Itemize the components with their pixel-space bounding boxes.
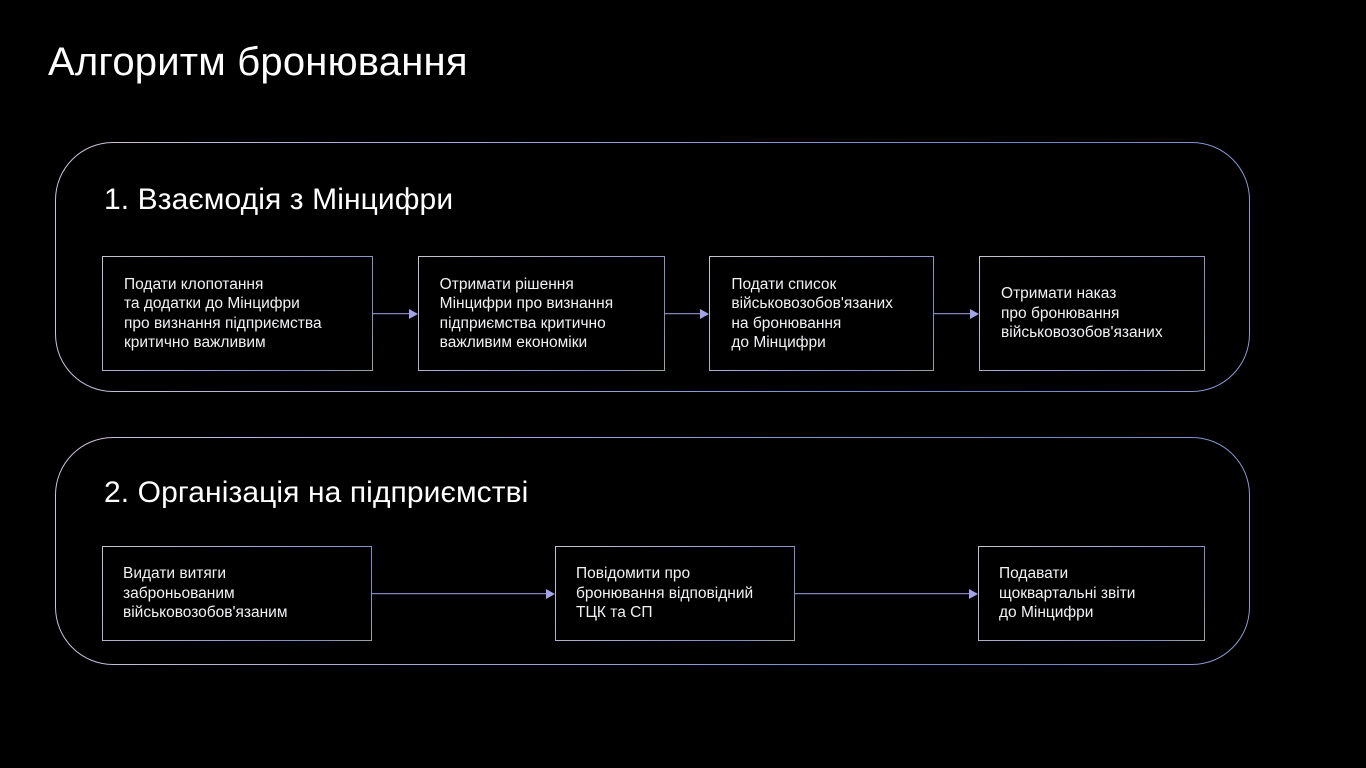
flow-row-1: Подати клопотання та додатки до Мінцифри… xyxy=(102,256,1205,371)
step-text: Подати клопотання та додатки до Мінцифри… xyxy=(124,275,322,352)
step-text: Подати список військовозобов'язаних на б… xyxy=(731,275,893,352)
step-box: Подати список військовозобов'язаних на б… xyxy=(709,256,934,371)
flow-row-2: Видати витяги заброньованим військовозоб… xyxy=(102,546,1205,641)
step-box: Подати клопотання та додатки до Мінцифри… xyxy=(102,256,373,371)
step-text: Отримати рішення Мінцифри про визнання п… xyxy=(439,275,614,352)
step-box: Повідомити про бронювання відповідний ТЦ… xyxy=(555,546,795,641)
arrow-right-icon xyxy=(372,588,555,599)
step-text: Отримати наказ про бронювання військовоз… xyxy=(1001,285,1163,342)
section-title-2: 2. Організація на підприємстві xyxy=(104,476,529,509)
section-card-1: 1. Взаємодія з Мінцифри Подати клопотанн… xyxy=(55,142,1250,392)
section-title-1: 1. Взаємодія з Мінцифри xyxy=(104,183,454,216)
step-text: Повідомити про бронювання відповідний ТЦ… xyxy=(576,565,754,622)
arrow-right-icon xyxy=(795,588,978,599)
section-card-2: 2. Організація на підприємстві Видати ви… xyxy=(55,437,1250,665)
step-box: Отримати рішення Мінцифри про визнання п… xyxy=(418,256,665,371)
arrow-right-icon xyxy=(373,308,418,319)
page-title: Алгоритм бронювання xyxy=(48,40,468,84)
step-text: Подавати щоквартальні звіти до Мінцифри xyxy=(999,565,1136,622)
step-box: Видати витяги заброньованим військовозоб… xyxy=(102,546,372,641)
step-box: Подавати щоквартальні звіти до Мінцифри xyxy=(978,546,1205,641)
step-text: Видати витяги заброньованим військовозоб… xyxy=(123,565,288,622)
arrow-right-icon xyxy=(934,308,980,319)
arrow-right-icon xyxy=(664,308,710,319)
step-box: Отримати наказ про бронювання військовоз… xyxy=(979,256,1205,371)
